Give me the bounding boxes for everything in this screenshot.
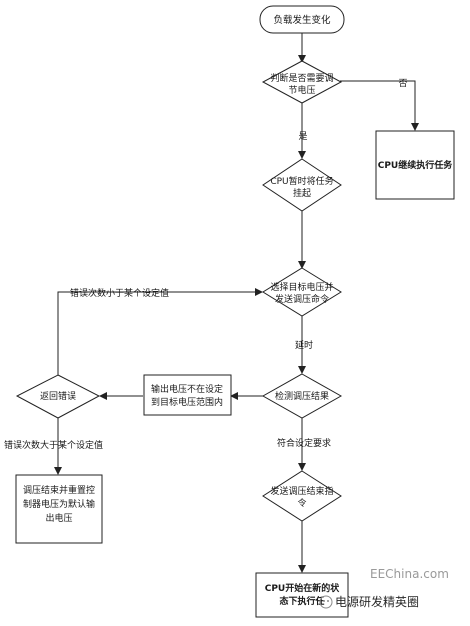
watermark-channel-label: 电源研发精英圈 [335, 594, 419, 609]
cpu-continue-box [375, 130, 455, 200]
reset-voltage-line1: 调压结束并重置控 [23, 484, 95, 496]
decision-adjust-voltage [261, 60, 343, 104]
edge-label-no: 否 [398, 78, 407, 89]
cpu-suspend-line2: 挂起 [293, 187, 311, 199]
detect-result-diamond [261, 373, 343, 419]
cpu-continue-label: CPU继续执行任务 [378, 159, 454, 171]
return-error-label: 返回错误 [40, 390, 76, 402]
cpu-suspend-diamond [262, 158, 342, 212]
start-node [259, 5, 345, 34]
send-done-diamond [262, 470, 342, 522]
output-range-line1: 输出电压不在设定 [151, 383, 223, 395]
select-voltage-diamond [262, 267, 342, 317]
detect-result-label: 检测调压结果 [275, 390, 329, 402]
reset-voltage-line2: 制器电压为默认输 [23, 498, 95, 510]
cpu-new-state-line1: CPU开始在新的状 [265, 582, 341, 594]
send-done-line2: 令 [297, 497, 306, 509]
connectors [54, 33, 419, 573]
start-label: 负载发生变化 [273, 14, 331, 26]
cpu-suspend-line1: CPU暂时将任务 [270, 175, 333, 187]
decision-label-line1: 判断是否需要调 [270, 72, 333, 84]
watermark-channel: 电源研发精英圈 [319, 594, 419, 609]
reset-voltage-box [15, 474, 103, 544]
edge-decision-no [340, 80, 419, 131]
reset-voltage-line3: 出电压 [45, 512, 72, 524]
cpu-new-state-line2: 态下执行任 [279, 595, 324, 607]
edge-label-delay: 延时 [295, 339, 313, 351]
output-range-line2: 到目标电压范围内 [151, 396, 223, 408]
return-error-diamond [15, 374, 101, 419]
decision-label-line2: 节电压 [288, 84, 315, 96]
edge-return-retry [57, 288, 263, 375]
output-out-of-range-box [143, 374, 232, 416]
edge-label-errors-more: 错误次数大于某个设定值 [4, 439, 103, 451]
cpu-new-state-box [255, 572, 349, 618]
wechat-icon [319, 595, 333, 609]
edge-label-meets: 符合设定要求 [277, 437, 331, 449]
select-voltage-line1: 选择目标电压并 [270, 281, 333, 293]
watermark-site: EEChina.com [370, 567, 449, 581]
send-done-line1: 发送调压结束指 [270, 485, 333, 497]
select-voltage-line2: 发送调压命令 [275, 293, 329, 305]
edge-label-errors-less: 错误次数小于某个设定值 [70, 287, 169, 299]
edge-label-yes: 是 [298, 131, 307, 142]
